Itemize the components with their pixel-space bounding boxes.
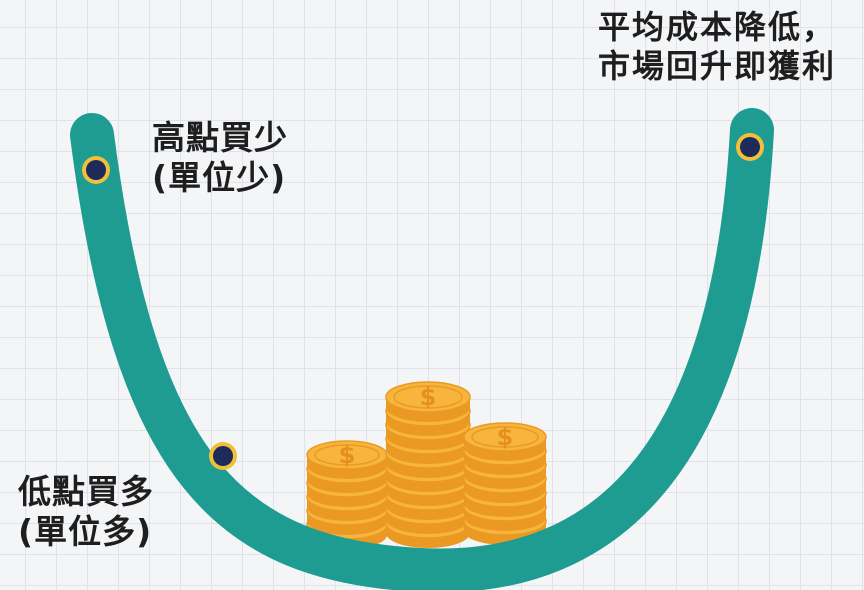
coin-stack-right: $	[463, 422, 547, 545]
low-point-label-line2: (單位多)	[18, 512, 153, 552]
coin	[463, 422, 547, 461]
recovery-label-line1: 平均成本降低，	[598, 8, 837, 46]
coin-stack-left: $	[306, 440, 388, 549]
u-curve	[70, 108, 774, 590]
dollar-sign-icon: $	[339, 441, 356, 469]
low-point-label: 低點買多 (單位多)	[18, 472, 154, 553]
high-point-dot	[82, 156, 110, 184]
coin	[306, 440, 388, 479]
low-point-label-line1: 低點買多	[18, 472, 154, 511]
dollar-sign-icon: $	[497, 423, 514, 451]
coin-stack-middle: $	[385, 381, 471, 548]
coin-rim	[314, 444, 380, 466]
high-point-label: 高點買少 (單位少)	[152, 118, 288, 199]
low-point-dot	[209, 442, 237, 470]
dollar-sign-icon: $	[420, 383, 437, 411]
coin-stacks: $ $ $	[306, 381, 547, 549]
high-point-label-line1: 高點買少	[152, 118, 288, 157]
recovery-point-dot	[736, 133, 764, 161]
coin	[385, 381, 471, 422]
coin-rim	[471, 426, 539, 448]
high-point-label-line2: (單位少)	[152, 158, 287, 198]
coin-rim	[393, 385, 463, 409]
recovery-label-line2: 市場回升即獲利	[598, 47, 837, 86]
recovery-label: 平均成本降低， 市場回升即獲利	[598, 8, 836, 86]
